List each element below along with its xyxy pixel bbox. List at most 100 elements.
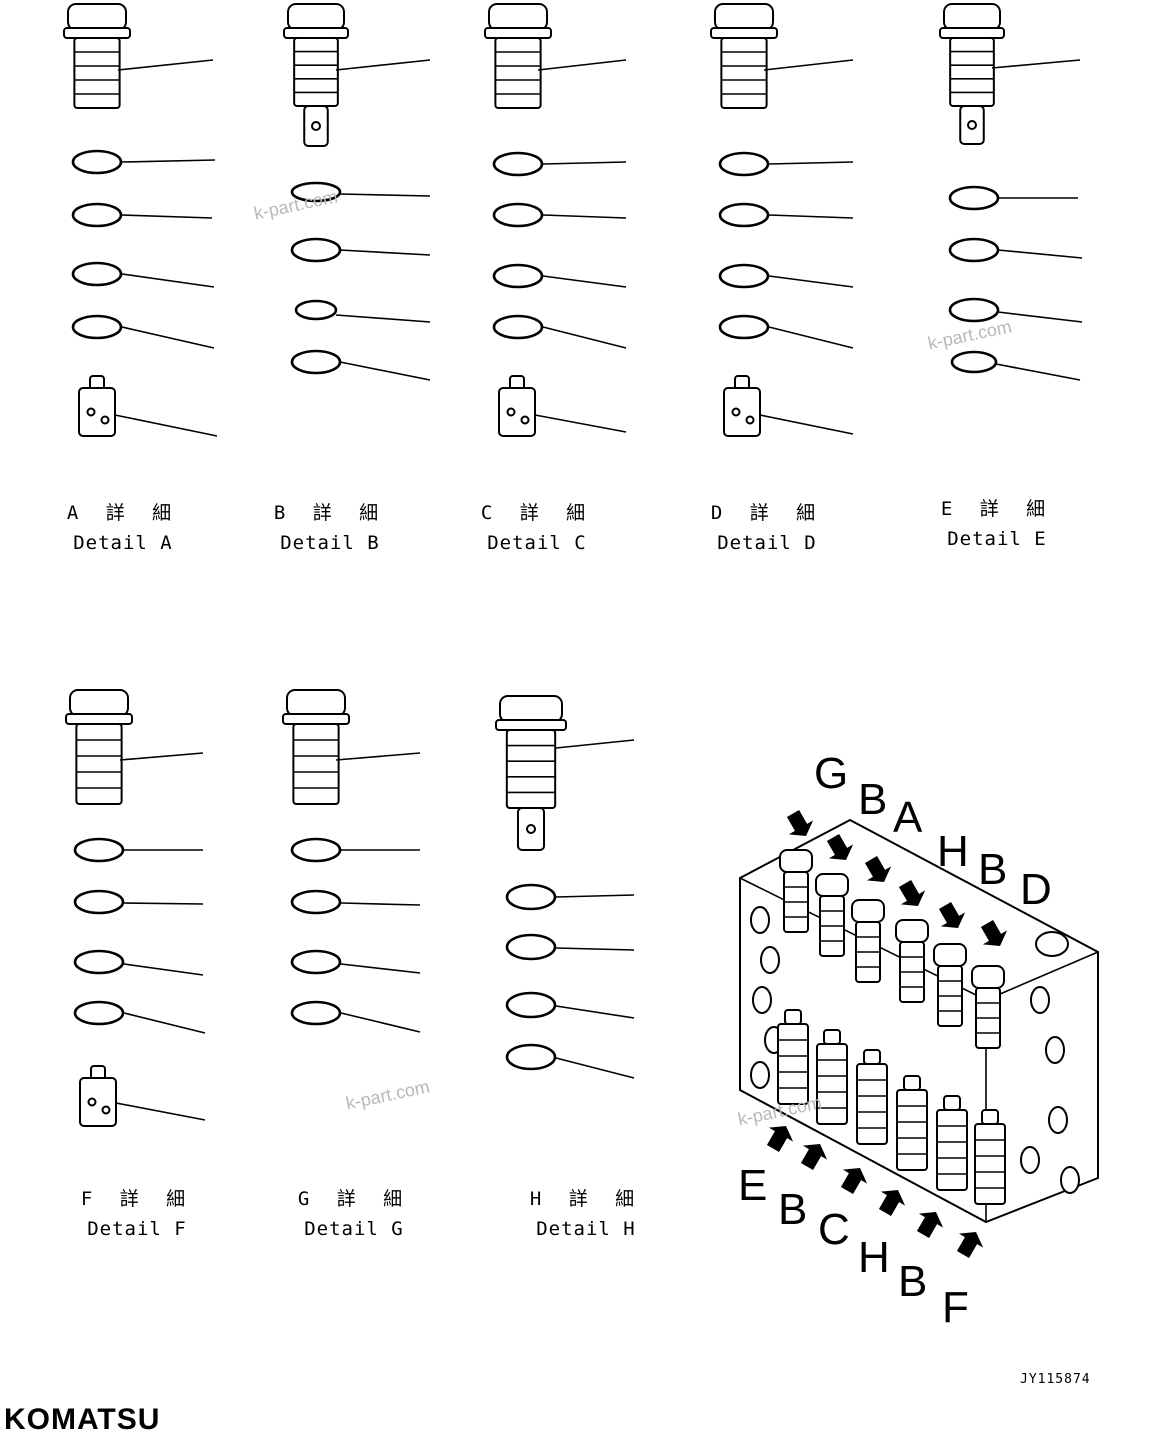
arrow-icon bbox=[956, 1232, 984, 1259]
installed-spool-stem bbox=[863, 1049, 881, 1065]
plug-d-head bbox=[714, 3, 774, 31]
o-ring bbox=[290, 349, 342, 375]
leader-line bbox=[537, 59, 627, 71]
leader-line bbox=[997, 249, 1083, 259]
caption-detail-h: H 詳 細 Detail H bbox=[511, 1184, 661, 1244]
leader-line bbox=[555, 894, 635, 898]
installed-plug-head bbox=[933, 943, 967, 967]
leader-line bbox=[121, 159, 216, 163]
arrow-down bbox=[826, 833, 854, 860]
o-ring bbox=[73, 1000, 125, 1026]
leader-line bbox=[339, 249, 431, 256]
spool-d-body bbox=[723, 387, 761, 437]
komatsu-logo: KOMATSU bbox=[4, 1403, 161, 1436]
plug-e-body bbox=[949, 37, 995, 107]
arrow-icon bbox=[898, 879, 926, 906]
plug-b-port bbox=[311, 121, 321, 131]
assembly-label: B bbox=[978, 845, 1008, 894]
o-ring-a bbox=[71, 314, 123, 340]
arrow-down bbox=[980, 919, 1008, 946]
arrow-down bbox=[898, 879, 926, 906]
plug-e-head bbox=[943, 3, 1001, 31]
plug-c-flange bbox=[484, 27, 552, 39]
o-ring bbox=[718, 314, 770, 340]
o-ring bbox=[290, 837, 342, 863]
arrow-icon bbox=[786, 809, 814, 836]
installed-plug-head bbox=[895, 919, 929, 943]
leader-line bbox=[121, 214, 213, 219]
leader-line bbox=[768, 214, 854, 219]
caption-jp: A 詳 細 bbox=[66, 502, 180, 524]
o-ring bbox=[505, 1043, 557, 1071]
o-ring bbox=[948, 297, 1000, 323]
arrow-icon bbox=[766, 1126, 794, 1153]
arrow-up bbox=[840, 1168, 868, 1195]
plug-f-body bbox=[75, 723, 123, 805]
assembly-label: B bbox=[778, 1185, 808, 1234]
assembly-label: G bbox=[814, 749, 849, 798]
plug-a-head bbox=[67, 3, 127, 31]
arrow-up bbox=[766, 1126, 794, 1153]
assembly-label: A bbox=[893, 793, 923, 842]
o-ring bbox=[73, 837, 125, 863]
plug-f-head bbox=[69, 689, 129, 717]
o-ring bbox=[492, 314, 544, 340]
spool-a-body bbox=[78, 387, 116, 437]
installed-spool-stem bbox=[943, 1095, 961, 1111]
leader-line bbox=[335, 59, 431, 71]
leader-line bbox=[763, 59, 854, 71]
caption-detail-e: E 詳 細 Detail E bbox=[922, 494, 1072, 554]
plug-h-flange bbox=[495, 719, 567, 731]
port-hole bbox=[1048, 1106, 1068, 1134]
plug-d-body bbox=[720, 37, 768, 109]
o-ring bbox=[718, 151, 770, 177]
arrow-icon bbox=[840, 1168, 868, 1195]
leader-line bbox=[768, 161, 854, 165]
leader-line bbox=[555, 947, 635, 951]
plug-d-flange bbox=[710, 27, 778, 39]
leader-line bbox=[123, 902, 204, 905]
assembly-label: B bbox=[898, 1257, 928, 1306]
port-hole bbox=[750, 906, 770, 934]
leader-line bbox=[768, 275, 854, 288]
drawing-number: JY115874 bbox=[1020, 1372, 1091, 1387]
spool-f-port bbox=[87, 1097, 97, 1107]
spool-c-body bbox=[498, 387, 536, 437]
caption-jp: D 詳 細 bbox=[710, 502, 824, 524]
leader-line bbox=[117, 59, 214, 71]
spool-f-body bbox=[79, 1077, 117, 1127]
caption-jp: C 詳 細 bbox=[480, 502, 594, 524]
arrow-up bbox=[956, 1232, 984, 1259]
spool-c-port bbox=[506, 407, 516, 417]
caption-detail-d: D 詳 細 Detail D bbox=[692, 498, 842, 558]
plug-f-flange bbox=[65, 713, 133, 725]
o-ring bbox=[73, 949, 125, 975]
installed-plug-head bbox=[851, 899, 885, 923]
installed-spool-body bbox=[936, 1109, 968, 1191]
installed-plug-head bbox=[779, 849, 813, 873]
arrow-icon bbox=[980, 919, 1008, 946]
caption-jp: G 詳 細 bbox=[297, 1188, 411, 1210]
leader-line bbox=[123, 963, 204, 976]
o-ring bbox=[290, 949, 342, 975]
plug-g-flange bbox=[282, 713, 350, 725]
leader-line bbox=[534, 414, 627, 433]
o-ring bbox=[950, 350, 998, 374]
caption-detail-g: G 詳 細 Detail G bbox=[279, 1184, 429, 1244]
caption-jp: B 詳 細 bbox=[273, 502, 387, 524]
o-ring bbox=[505, 991, 557, 1019]
plug-b-body bbox=[293, 37, 339, 107]
caption-jp: E 詳 細 bbox=[940, 498, 1054, 520]
o-ring-a bbox=[71, 261, 123, 287]
o-ring bbox=[718, 202, 770, 228]
arrow-icon bbox=[864, 855, 892, 882]
plug-g-body bbox=[292, 723, 340, 805]
caption-en: Detail H bbox=[536, 1218, 636, 1240]
arrow-up bbox=[800, 1144, 828, 1171]
arrow-icon bbox=[800, 1144, 828, 1171]
spool-a-port bbox=[86, 407, 96, 417]
plug-b-head bbox=[287, 3, 345, 31]
port-hole bbox=[760, 946, 780, 974]
